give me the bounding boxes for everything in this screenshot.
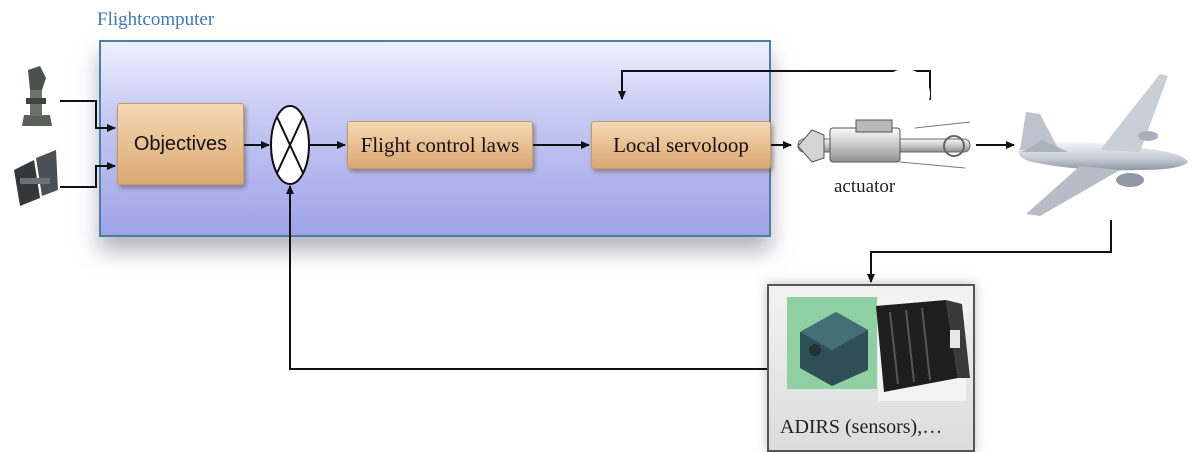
flightcomputer-title: Flightcomputer	[97, 9, 215, 30]
servoloop-feedback-arrow	[618, 70, 931, 100]
aircraft-to-sensors-arrow	[867, 220, 1112, 283]
sensor-feedback-arrow	[286, 185, 767, 370]
airplane-image	[1018, 74, 1188, 216]
adirs-image	[787, 297, 970, 401]
actuator-label: actuator	[834, 176, 896, 197]
throttle-icon	[12, 150, 60, 212]
summing-junction-icon	[270, 105, 310, 185]
flight-control-laws-block: Flight control laws	[347, 121, 533, 169]
actuator-image	[793, 69, 976, 174]
objectives-block: Objectives	[117, 103, 244, 185]
local-servoloop-block: Local servoloop	[591, 121, 771, 169]
joystick-icon	[12, 64, 60, 132]
adirs-label: ADIRS (sensors),…	[780, 416, 943, 438]
input-arrows	[60, 100, 116, 188]
